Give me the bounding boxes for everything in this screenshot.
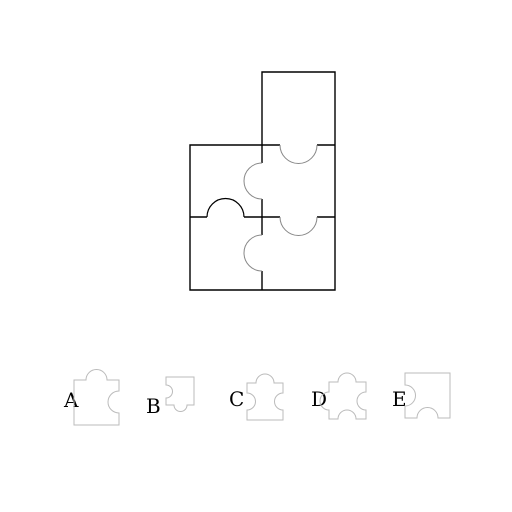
- knob-middle-right: [279, 216, 318, 236]
- knob-top-right: [279, 144, 318, 164]
- main-puzzle: [189, 71, 336, 291]
- puzzle-outline: [189, 71, 336, 291]
- option-c[interactable]: C: [229, 373, 284, 421]
- option-a-label: A: [63, 388, 79, 412]
- option-b[interactable]: B: [146, 376, 195, 418]
- option-e[interactable]: E: [392, 372, 451, 419]
- option-e-label: E: [392, 387, 407, 411]
- option-e-piece: [404, 372, 451, 419]
- option-d-piece: [319, 372, 367, 420]
- option-c-piece: [246, 373, 284, 421]
- option-b-piece: [165, 376, 195, 412]
- option-a[interactable]: A: [63, 369, 120, 426]
- option-b-label: B: [146, 394, 161, 418]
- knob-bottom-left: [206, 197, 245, 218]
- option-d[interactable]: D: [311, 372, 367, 420]
- knob-left-upper: [243, 162, 263, 200]
- option-d-label: D: [311, 387, 327, 411]
- knob-left-lower: [243, 234, 263, 272]
- option-a-piece: [73, 369, 120, 426]
- option-c-label: C: [229, 387, 244, 411]
